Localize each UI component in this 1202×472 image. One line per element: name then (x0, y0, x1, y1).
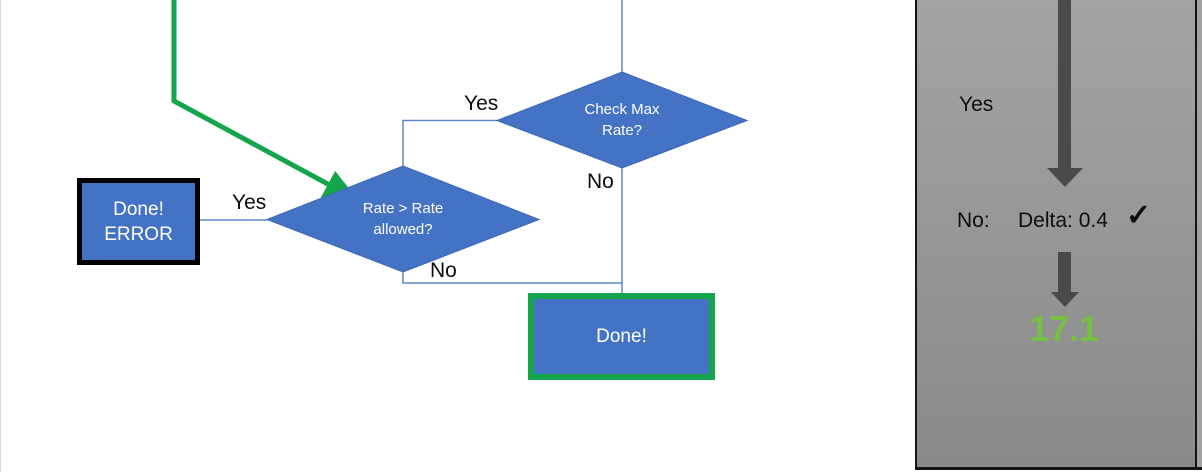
maxrate-decision-label: Check Max Rate? (542, 97, 702, 143)
decision-diamond-check-max-rate[interactable] (495, 71, 749, 169)
connector-maxrate-yes-to-rate (402, 119, 497, 166)
flowchart-shape-layer (171, 0, 749, 293)
panel-yes-label: Yes (959, 93, 994, 116)
green-flow-arrow (171, 0, 359, 201)
result-value: 17.1 (1028, 308, 1100, 349)
maxrate-decision-line2: Rate? (601, 122, 643, 139)
down-arrow-icon-small (1058, 252, 1071, 292)
down-arrow-head-icon (1047, 168, 1083, 187)
panel-delta-value: Delta: 0.4 (1018, 209, 1108, 232)
edge-label-no-rate: No (430, 259, 457, 282)
connector-rate-no-to-done (402, 272, 622, 284)
decision-diamond-rate-allowed[interactable] (265, 165, 541, 273)
down-arrow-icon (1058, 0, 1071, 168)
done-error-line1: Done! (113, 198, 164, 220)
slide-left-edge-divider (0, 0, 1, 472)
rate-decision-line1: Rate > Rate (362, 200, 444, 217)
down-arrow-head-icon-small (1051, 292, 1079, 307)
maxrate-decision-line1: Check Max (584, 101, 660, 118)
side-annotation-panel: Yes No: Delta: 0.4 ✓ 17.1 (915, 0, 1197, 470)
rate-decision-label: Rate > Rate allowed? (323, 196, 483, 242)
panel-no-label: No: (957, 209, 990, 232)
done-node[interactable]: Done! (528, 293, 715, 380)
rate-decision-line2: allowed? (373, 221, 433, 238)
done-error-line2: ERROR (104, 223, 173, 245)
done-label: Done! (596, 325, 647, 347)
done-error-node[interactable]: Done! ERROR (77, 178, 200, 265)
checkmark-icon: ✓ (1126, 199, 1152, 232)
edge-label-yes-error: Yes (232, 191, 267, 214)
edge-label-no-max: No (587, 170, 614, 193)
panel-right-sliver (1197, 0, 1202, 470)
edge-label-yes-max: Yes (464, 92, 499, 115)
